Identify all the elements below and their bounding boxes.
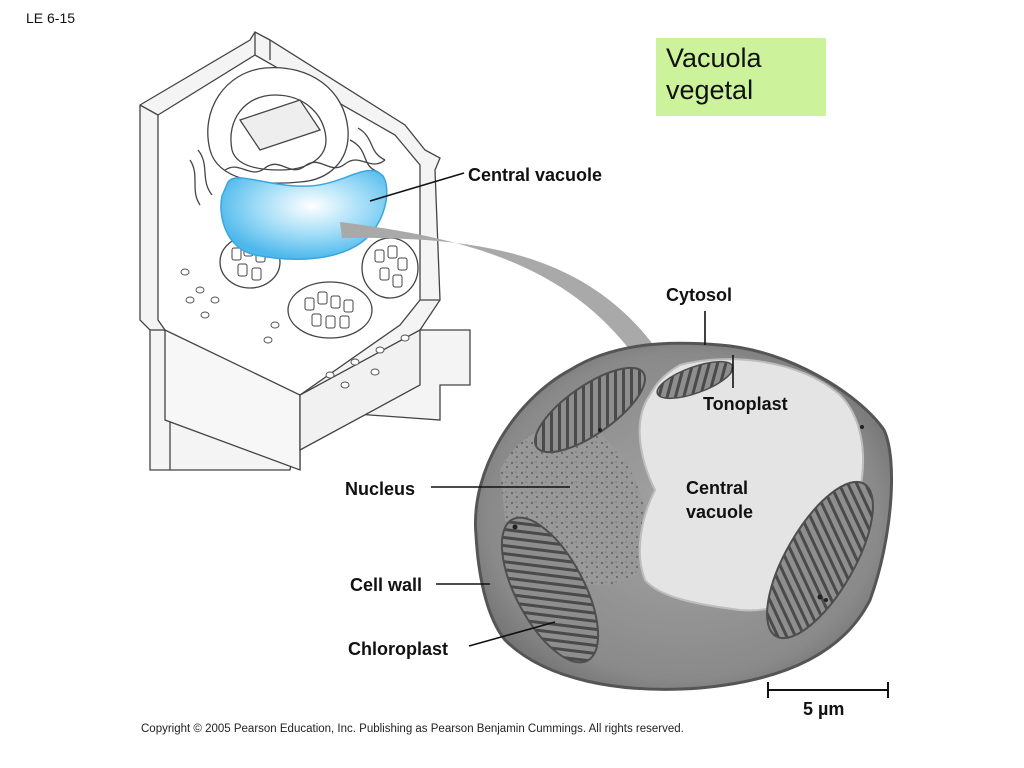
label-nucleus: Nucleus [345,479,416,499]
label-cytosol: Cytosol [666,285,733,305]
title-box: Vacuola vegetal [656,38,826,116]
slide-code: LE 6-15 [26,10,76,26]
micrograph-cell [473,341,894,691]
label-tonoplast: Tonoplast [703,394,788,414]
leader-lines [369,172,734,647]
label-chloroplast: Chloroplast [348,639,449,659]
micrograph-chloroplast-right [766,480,874,640]
micrograph-chloroplast-left [500,516,600,664]
scale-bar [767,682,889,698]
plant-cell-drawing [139,31,471,471]
label-central-vacuole-micrograph: Central vacuole [686,478,754,522]
copyright-notice: Copyright © 2005 Pearson Education, Inc.… [141,723,684,735]
micrograph-chloroplast-top [534,366,646,454]
label-cell-wall: Cell wall [350,575,423,595]
slide-title: Vacuola vegetal [666,43,762,105]
label-central-vacuole: Central vacuole [468,165,603,185]
scale-bar-label: 5 µm [803,699,845,719]
